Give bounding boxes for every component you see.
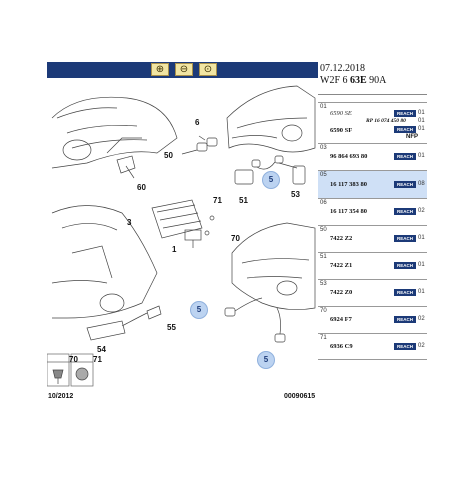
part-quantity: 01 <box>418 289 425 295</box>
part-quantity: 01 <box>418 110 425 116</box>
callout-1[interactable]: 1 <box>172 245 177 254</box>
callout-bubble-5-front[interactable]: 5 <box>262 171 280 189</box>
diagram-code-footer: 00090615 <box>284 393 316 400</box>
part-quantity: 01 <box>418 262 425 268</box>
reach-badge: REACH <box>394 262 416 269</box>
car-rear-right-view <box>231 222 316 310</box>
parking-ecu-3 <box>151 199 215 248</box>
callout-50[interactable]: 50 <box>164 151 173 160</box>
part-number: 7422 Z1 <box>330 262 353 269</box>
part-quantity: 01 <box>418 235 425 241</box>
callout-51[interactable]: 51 <box>239 196 248 205</box>
parts-list-header: 07.12.2018 W2F 6 63E 90A <box>318 62 427 95</box>
sensor-rear-54-55 <box>86 305 162 341</box>
part-quantity: 02 <box>418 208 425 214</box>
parts-row-03[interactable]: 03 96 864 693 80 REACH 01 <box>318 143 427 170</box>
callout-bubble-5-rear-right[interactable]: 5 <box>257 351 275 369</box>
parts-row-05[interactable]: 05 16 117 383 80 REACH 08 <box>318 170 427 198</box>
callout-3[interactable]: 3 <box>127 218 132 227</box>
callout-71-detail[interactable]: 71 <box>93 355 102 364</box>
parts-list-panel: 07.12.2018 W2F 6 63E 90A 01 6590 SE REAC… <box>318 62 427 382</box>
reach-badge: REACH <box>394 289 416 296</box>
reach-badge: REACH <box>394 126 416 133</box>
callout-6[interactable]: 6 <box>195 118 200 127</box>
car-rear-left-view <box>51 205 158 319</box>
parts-row-01[interactable]: 01 6590 SE REACH 01 RP 16 074 450 80 01 <box>318 102 427 124</box>
parts-row-53[interactable]: 53 7422 Z0 REACH 01 <box>318 279 427 306</box>
sensor-6-50 <box>181 135 218 155</box>
callout-bubble-5-rear-left[interactable]: 5 <box>190 301 208 319</box>
parts-row-01b[interactable]: 6590 SF REACH 01 NFP <box>318 123 427 143</box>
parts-row-71[interactable]: 71 6936 C9 REACH 02 <box>318 333 427 360</box>
reach-badge: REACH <box>394 110 416 117</box>
part-number: 16 117 383 80 <box>330 181 368 188</box>
part-number: 6924 F7 <box>330 316 352 323</box>
reach-badge: REACH <box>394 153 416 160</box>
magnifier-plus-icon: ⊕ <box>155 64 165 75</box>
callout-53[interactable]: 53 <box>291 190 300 199</box>
parts-row-06[interactable]: 06 16 117 354 80 REACH 02 <box>318 198 427 225</box>
part-number: 96 864 693 80 <box>330 153 368 160</box>
callout-71-upper[interactable]: 71 <box>213 196 222 205</box>
part-quantity: 02 <box>418 316 425 322</box>
reach-badge: REACH <box>394 343 416 350</box>
reach-badge: REACH <box>394 181 416 188</box>
callout-55[interactable]: 55 <box>167 323 176 332</box>
part-quantity: 01 <box>418 126 425 132</box>
part-number: 6936 C9 <box>330 343 353 350</box>
part-quantity: 02 <box>418 343 425 349</box>
callout-60[interactable]: 60 <box>137 183 146 192</box>
rear-sensor-5 <box>224 297 286 343</box>
parts-row-50[interactable]: 50 7422 Z2 REACH 01 <box>318 225 427 252</box>
reach-badge: REACH <box>394 235 416 242</box>
exploded-view-drawing <box>47 85 316 387</box>
car-front-right-view <box>226 85 316 153</box>
reach-badge: REACH <box>394 316 416 323</box>
part-number: 6590 SF <box>330 127 353 134</box>
part-number: 7422 Z0 <box>330 289 353 296</box>
zoom-fit-button[interactable]: ⊙ <box>199 63 217 76</box>
diagram-toolbar: ⊕ ⊖ ⊙ <box>47 62 318 78</box>
catalog-reference: W2F 6 63E 90A <box>320 75 387 86</box>
parts-row-70[interactable]: 70 6924 F7 REACH 02 <box>318 306 427 333</box>
sensor-51-53 <box>234 155 306 185</box>
zoom-out-button[interactable]: ⊖ <box>175 63 193 76</box>
sensor-bracket-60 <box>116 155 136 179</box>
diagram-date-footer: 10/2012 <box>48 393 74 400</box>
replacement-part-number: RP 16 074 450 80 <box>366 118 406 124</box>
callout-70-detail[interactable]: 70 <box>69 355 78 364</box>
part-quantity: 08 <box>418 181 425 187</box>
parts-list: 01 6590 SE REACH 01 RP 16 074 450 80 01 … <box>318 102 427 360</box>
parts-row-51[interactable]: 51 7422 Z1 REACH 01 <box>318 252 427 279</box>
car-front-left-view <box>51 96 178 169</box>
magnifier-minus-icon: ⊖ <box>179 64 189 75</box>
nfp-note: NFP <box>406 134 418 140</box>
part-number: 7422 Z2 <box>330 235 353 242</box>
parts-diagram <box>47 62 318 402</box>
part-number: 16 117 354 80 <box>330 208 368 215</box>
replacement-quantity: 01 <box>418 118 425 124</box>
reach-badge: REACH <box>394 208 416 215</box>
zoom-in-button[interactable]: ⊕ <box>151 63 169 76</box>
fastener-detail-boxes <box>47 353 94 387</box>
callout-70-upper[interactable]: 70 <box>231 234 240 243</box>
magnifier-fit-icon: ⊙ <box>203 64 213 75</box>
catalog-date: 07.12.2018 <box>320 63 365 74</box>
part-number: 6590 SE <box>330 110 352 117</box>
callout-54[interactable]: 54 <box>97 345 106 354</box>
part-quantity: 01 <box>418 153 425 159</box>
